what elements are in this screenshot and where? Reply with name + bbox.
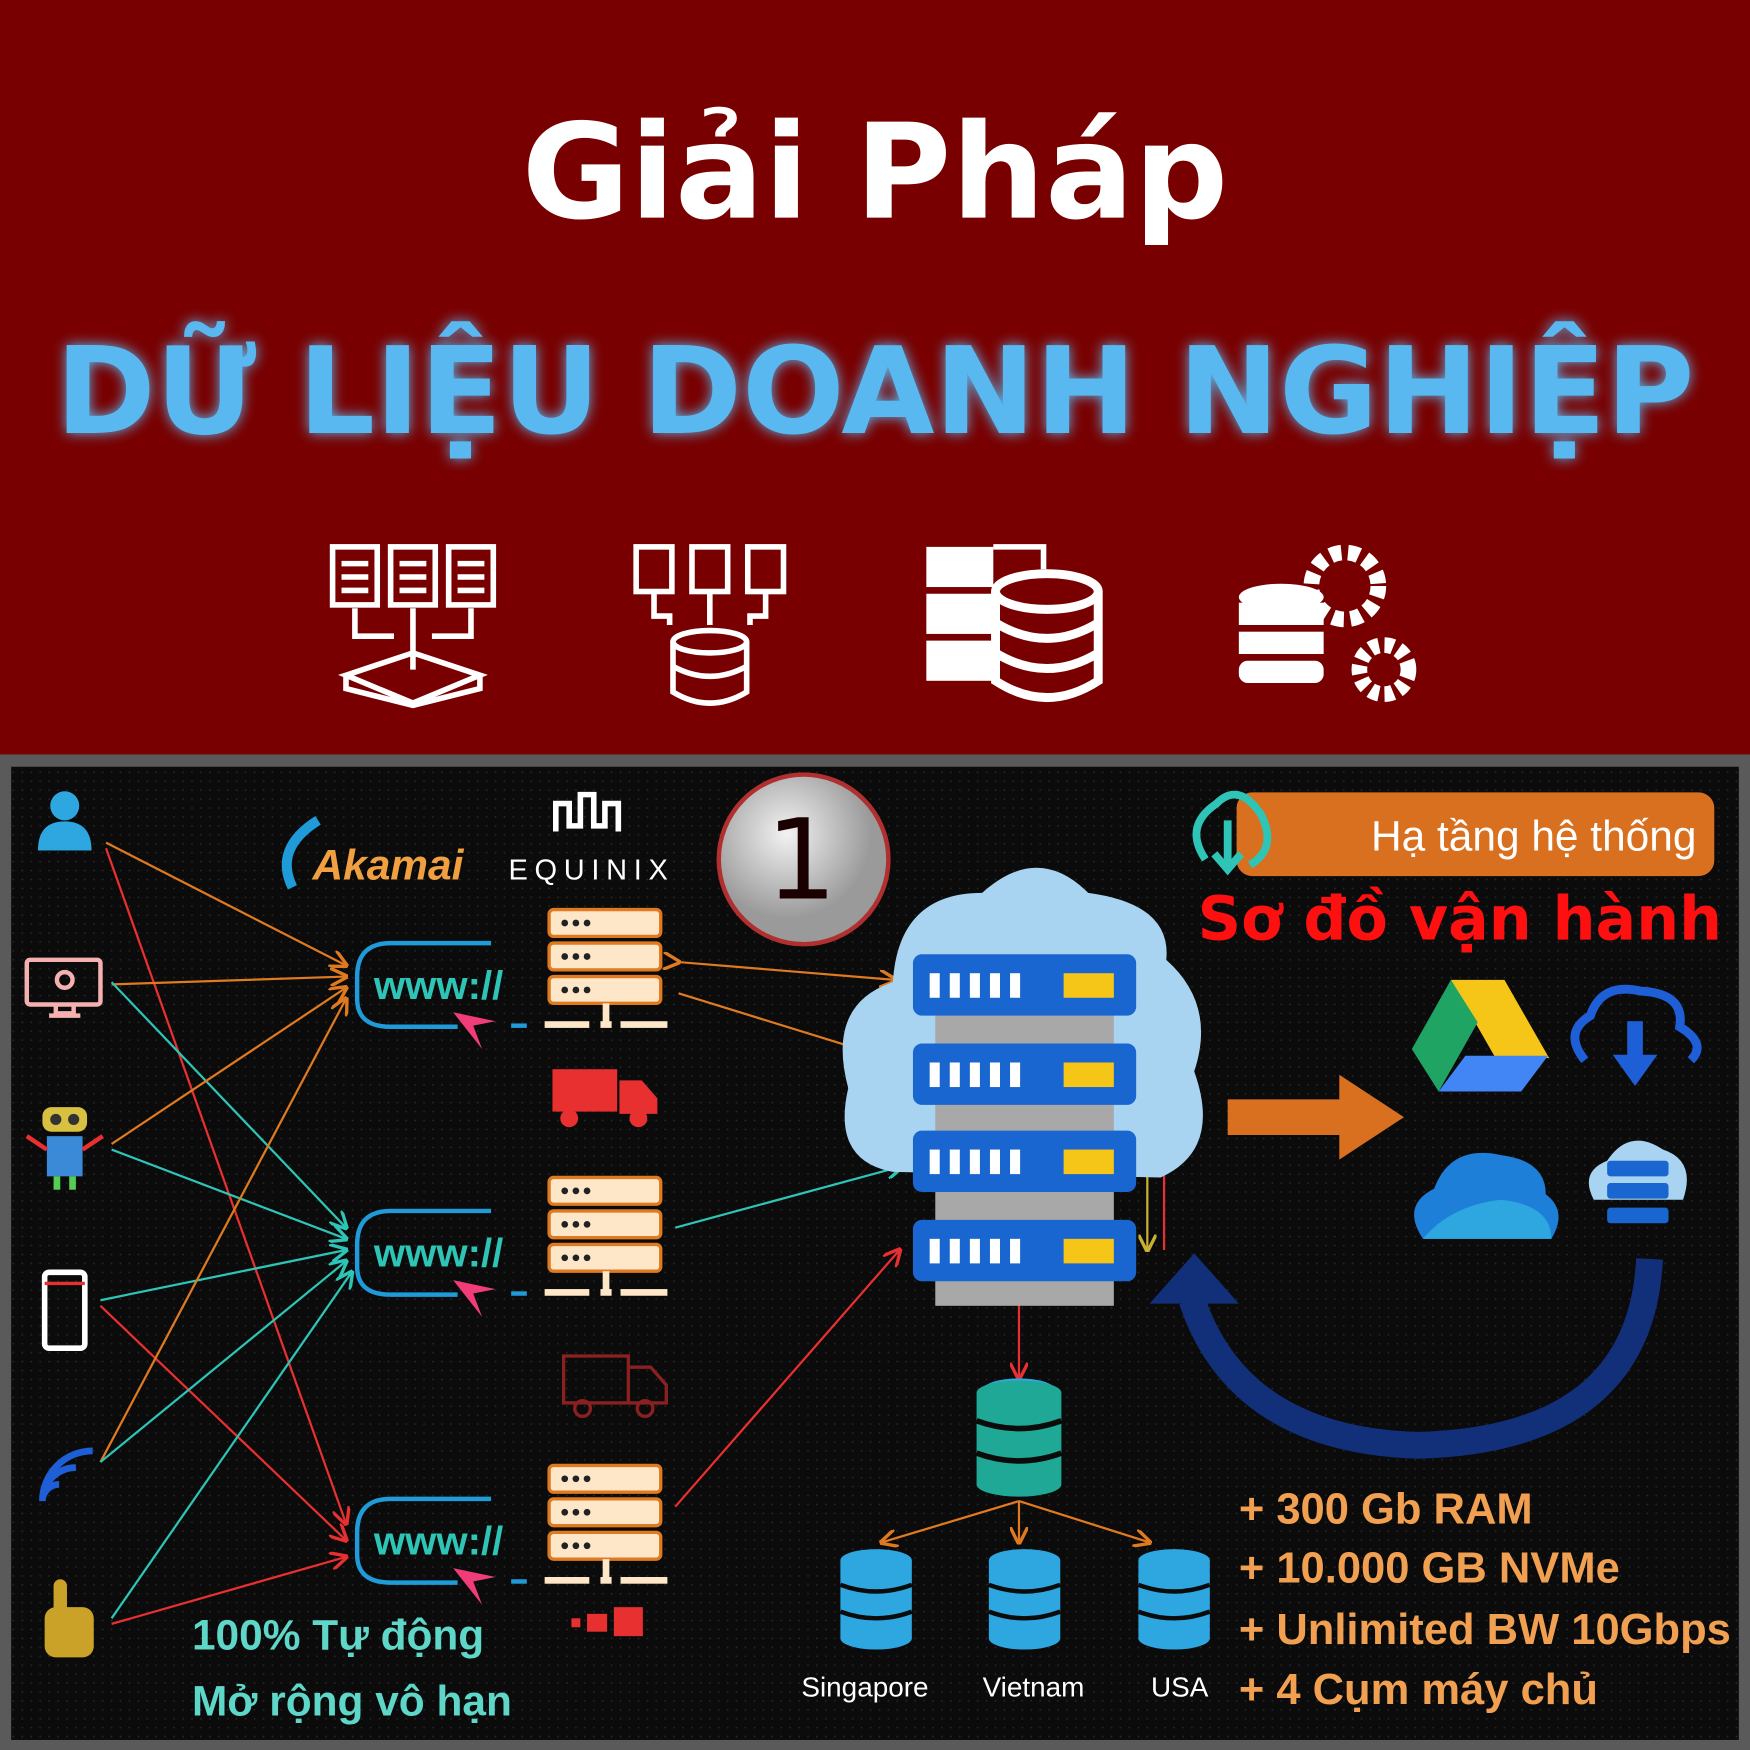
svg-text:USA: USA — [1151, 1671, 1209, 1702]
connection-line — [110, 988, 346, 1145]
connection-line — [104, 847, 346, 1523]
website-node: www:// — [357, 907, 670, 1050]
website-node: www:// — [357, 1175, 670, 1317]
svg-text:www://: www:// — [373, 1519, 503, 1564]
wifi-icon — [39, 1447, 93, 1502]
connection-line — [99, 1304, 346, 1540]
truck-icon — [552, 1069, 658, 1128]
connection-line — [674, 1250, 899, 1508]
cloud-download-icon — [1570, 984, 1702, 1086]
connection-line — [1018, 1500, 1150, 1542]
connection-line — [110, 1272, 352, 1619]
step-badge: 1 — [716, 772, 891, 947]
database-gears-icon — [1238, 544, 1417, 703]
automation-text: 100% Tự động Mở rộng vô hạn — [192, 1612, 512, 1725]
location-singapore: Singapore — [801, 1549, 929, 1702]
cloud-sync-icon — [1192, 790, 1272, 876]
location-vietnam: Vietnam — [983, 1549, 1085, 1702]
main-database-icon — [975, 1380, 1063, 1497]
automation-line: Mở rộng vô hạn — [192, 1677, 512, 1724]
akamai-logo: Akamai — [281, 816, 465, 890]
documents-to-database-icon — [633, 544, 787, 706]
svg-text:Singapore: Singapore — [801, 1671, 928, 1702]
google-drive-icon — [1411, 979, 1550, 1092]
connection-line — [99, 999, 346, 1463]
specs-list: + 300 Gb RAM + 10.000 GB NVMe + Unlimite… — [1239, 1485, 1731, 1714]
connection-line — [105, 841, 346, 966]
arrow-right-icon — [1227, 1074, 1405, 1160]
spec-item: + Unlimited BW 10Gbps — [1239, 1606, 1731, 1654]
user-icon — [37, 791, 92, 851]
spec-item: + 10.000 GB NVMe — [1239, 1545, 1620, 1593]
svg-text:Hạ tầng hệ thống: Hạ tầng hệ thống — [1371, 812, 1696, 859]
connection-line — [110, 981, 346, 1228]
svg-text:Akamai: Akamai — [312, 841, 465, 888]
robot-icon — [25, 1107, 104, 1190]
spec-item: + 4 Cụm máy chủ — [1239, 1666, 1598, 1714]
connection-line — [99, 1261, 346, 1463]
blocks-icon — [571, 1607, 643, 1637]
svg-text:Vietnam: Vietnam — [983, 1671, 1085, 1702]
phone-icon — [41, 1269, 88, 1352]
svg-text:www://: www:// — [373, 1231, 503, 1276]
page-subtitle: DỮ LIỆU DOANH NGHIỆP — [56, 320, 1695, 462]
svg-text:1: 1 — [766, 795, 837, 925]
connection-line — [111, 1148, 346, 1239]
documents-to-tray-icon — [329, 544, 497, 709]
infrastructure-label-box: Hạ tầng hệ thống — [1236, 792, 1715, 877]
truck-outline-icon — [561, 1354, 668, 1418]
connection-line — [679, 962, 896, 980]
backup-return-arrow — [1179, 1258, 1663, 1459]
onedrive-icon — [1414, 1152, 1559, 1239]
connection-line — [100, 1250, 346, 1302]
page-title: Giải Pháp — [522, 97, 1228, 250]
hand-pointer-icon — [44, 1579, 94, 1658]
automation-line: 100% Tự động — [192, 1612, 484, 1659]
server-database-icon — [926, 544, 1103, 702]
monitor-icon — [24, 957, 103, 1018]
connection-line — [674, 1166, 902, 1229]
connection-line — [882, 1500, 1020, 1542]
connection-lines — [99, 841, 1164, 1625]
operation-title: Sơ đồ vận hành — [1198, 885, 1722, 955]
location-usa: USA — [1138, 1549, 1209, 1702]
header-background — [0, 0, 1750, 755]
equinix-logo: EQUINIX — [508, 791, 674, 886]
website-node: www:// — [357, 1463, 670, 1605]
connection-line — [111, 1557, 346, 1625]
cloud-server-cluster — [842, 867, 1203, 1306]
svg-text:www://: www:// — [373, 963, 503, 1008]
svg-text:EQUINIX: EQUINIX — [508, 854, 674, 886]
backup-return-arrowhead — [1149, 1253, 1239, 1304]
spec-item: + 300 Gb RAM — [1239, 1485, 1533, 1533]
connection-line — [111, 977, 346, 985]
cloud-server-icon — [1588, 1140, 1687, 1224]
